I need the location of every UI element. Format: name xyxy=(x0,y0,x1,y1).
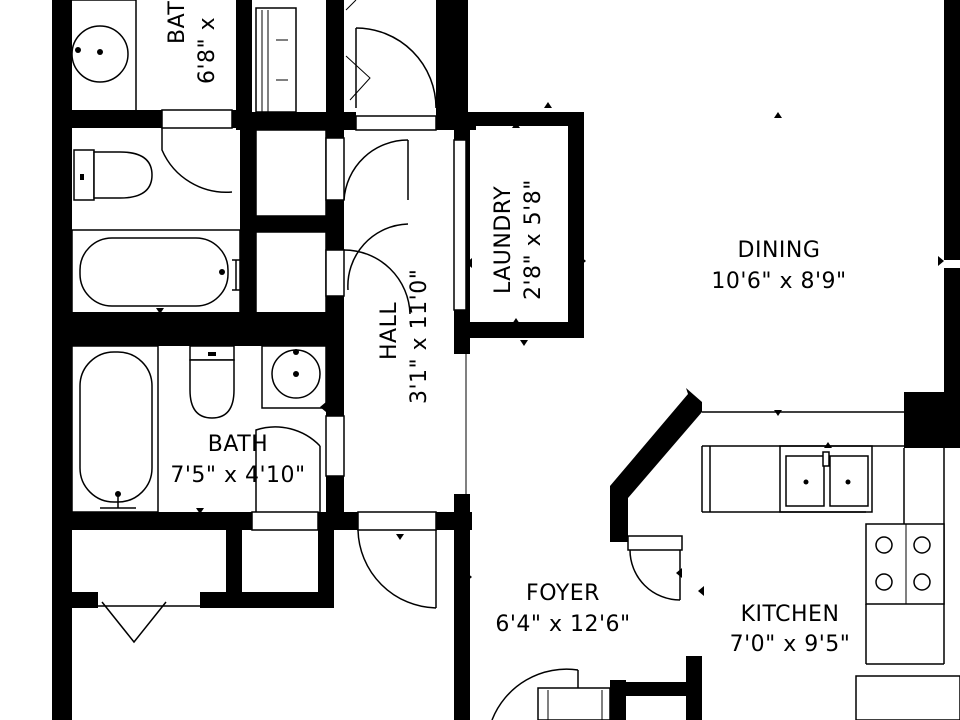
room-bath-size: 7'5" x 4'10" xyxy=(170,463,305,488)
room-labels: BATH 6'8" x LAUNDRY 2'8" x 5'8" DINING 1… xyxy=(165,0,850,657)
room-bath-name: BATH xyxy=(208,432,268,457)
room-bath-top-name: BATH xyxy=(165,0,190,44)
room-hall-size: 3'1" x 11'0" xyxy=(407,269,432,404)
room-foyer-size: 6'4" x 12'6" xyxy=(495,612,630,637)
room-laundry-name: LAUNDRY xyxy=(491,186,516,294)
room-dining-name: DINING xyxy=(738,238,821,263)
room-foyer-name: FOYER xyxy=(526,581,600,606)
room-hall-name: HALL xyxy=(377,302,402,360)
room-laundry-size: 2'8" x 5'8" xyxy=(521,179,546,300)
room-kitchen-name: KITCHEN xyxy=(741,602,840,627)
walls xyxy=(52,0,960,720)
fixtures xyxy=(71,0,960,720)
room-dining-size: 10'6" x 8'9" xyxy=(711,269,846,294)
room-bath-top-size: 6'8" x xyxy=(195,17,220,84)
room-kitchen-size: 7'0" x 9'5" xyxy=(730,632,851,657)
